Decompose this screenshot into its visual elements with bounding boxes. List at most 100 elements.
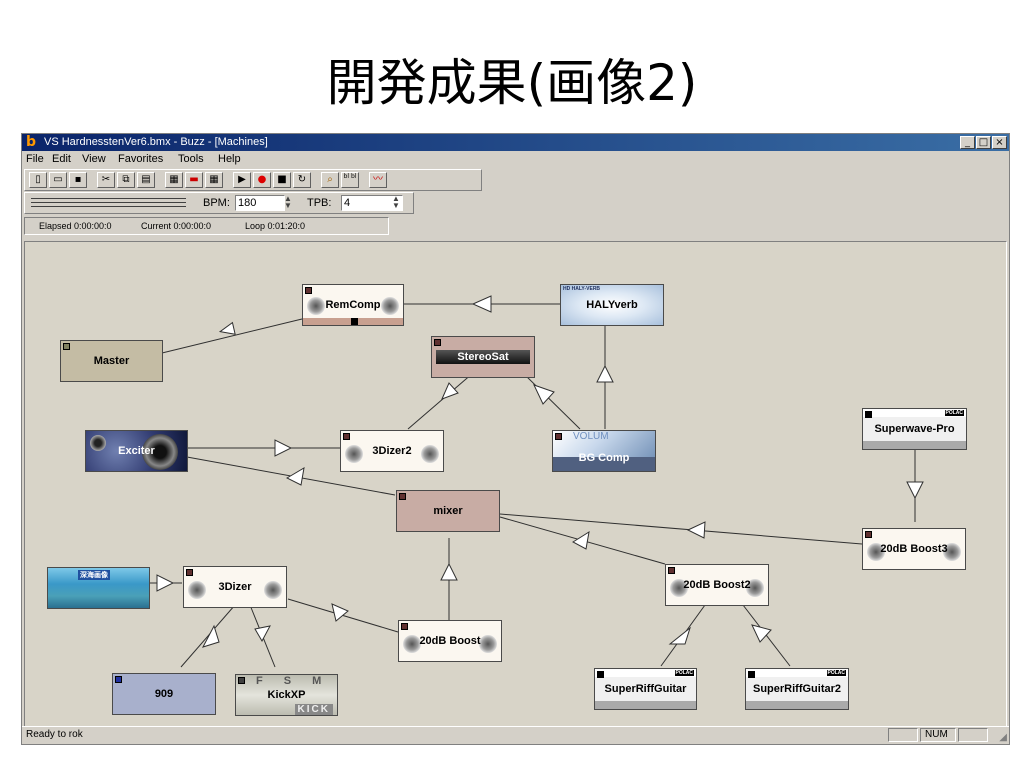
machine-led[interactable]: [401, 623, 408, 630]
minimize-button[interactable]: _: [960, 136, 975, 149]
machine-led[interactable]: [399, 493, 406, 500]
new-icon[interactable]: ▯: [29, 172, 47, 188]
machine-superwave-pro[interactable]: POLAC Superwave-Pro: [862, 408, 967, 450]
machine-view-icon[interactable]: ▬: [185, 172, 203, 188]
record-icon[interactable]: ●: [253, 172, 271, 188]
window-title: VS HardnesstenVer6.bmx - Buzz - [Machine…: [44, 136, 268, 148]
machine-led[interactable]: [555, 433, 562, 440]
toolbar: ▯ ▭ ▪ ✂ ⧉ ▤ ▦ ▬ ▦ ▶ ● ■ ↻ ⌕ bl bl 〰: [24, 169, 482, 191]
machine-20db-boost[interactable]: 20dB Boost: [398, 620, 502, 662]
speaker-icon: [188, 581, 206, 599]
menu-file[interactable]: File: [26, 153, 44, 165]
cut-icon[interactable]: ✂: [97, 172, 115, 188]
machine-led[interactable]: [63, 343, 70, 350]
status-pane: [888, 728, 918, 742]
machine-label: mixer: [433, 505, 463, 517]
title-bar[interactable]: b VS HardnesstenVer6.bmx - Buzz - [Machi…: [22, 134, 1009, 151]
open-icon[interactable]: ▭: [49, 172, 67, 188]
machine-label: SuperRiffGuitar: [604, 683, 687, 695]
machine-halyverb[interactable]: HD HALY-VERB HALYverb: [560, 284, 664, 326]
machine-20db-boost2[interactable]: 20dB Boost2: [665, 564, 769, 606]
menu-edit[interactable]: Edit: [52, 153, 71, 165]
bpm-input[interactable]: 180: [235, 195, 285, 211]
machine-led[interactable]: [597, 671, 604, 678]
machine-display: [436, 350, 530, 364]
machine-superriffguitar[interactable]: POLAC SuperRiffGuitar: [594, 668, 697, 710]
machine-stereosat[interactable]: StereoSat: [431, 336, 535, 378]
buzz-app-icon: b: [26, 134, 37, 150]
machine-image-generator[interactable]: 深海画像: [47, 567, 150, 609]
status-pane: [958, 728, 988, 742]
wire-arrow: [572, 530, 590, 550]
machine-footer: [746, 701, 848, 709]
machine-led[interactable]: [434, 339, 441, 346]
machine-909[interactable]: 909: [112, 673, 216, 715]
machine-led[interactable]: [238, 677, 245, 684]
wire-909-3dizer: [180, 604, 236, 668]
menu-view[interactable]: View: [82, 153, 106, 165]
machine-led[interactable]: [305, 287, 312, 294]
menu-tools[interactable]: Tools: [178, 153, 204, 165]
machine-label: Master: [93, 355, 130, 367]
resize-grip-icon[interactable]: ◢: [999, 732, 1007, 743]
machine-exciter[interactable]: Exciter: [85, 430, 188, 472]
machine-bgcomp[interactable]: VOLUM BG Comp: [552, 430, 656, 472]
machine-superriffguitar2[interactable]: POLAC SuperRiffGuitar2: [745, 668, 849, 710]
machine-footer: [595, 701, 696, 709]
num-lock-indicator: NUM: [920, 728, 956, 742]
machine-led[interactable]: [865, 411, 872, 418]
menu-help[interactable]: Help: [218, 153, 241, 165]
volume-slider-track-2: [31, 202, 186, 203]
menu-favorites[interactable]: Favorites: [118, 153, 164, 165]
tempo-bar: BPM: 180 ▲▼ TPB: 4 ▲▼: [24, 192, 414, 214]
machine-label: StereoSat: [457, 351, 509, 363]
stop-icon[interactable]: ■: [273, 172, 291, 188]
machine-header: [746, 669, 848, 677]
analyzer-icon[interactable]: 〰: [369, 172, 387, 188]
machine-led[interactable]: [186, 569, 193, 576]
machine-footer: [553, 457, 655, 471]
speaker-icon: [867, 543, 885, 561]
speaker-icon: [381, 297, 399, 315]
machine-view[interactable]: Master RemComp HD HALY-VERB HALYverb Ste…: [24, 241, 1007, 727]
wire-stereosat-bgcomp: [522, 372, 581, 430]
copy-icon[interactable]: ⧉: [117, 172, 135, 188]
sequence-view-icon[interactable]: ▦: [205, 172, 223, 188]
machine-mixer[interactable]: mixer: [396, 490, 500, 532]
machine-mute-indicator[interactable]: [351, 318, 358, 325]
tpb-spinner[interactable]: ▲▼: [392, 194, 400, 210]
machine-led[interactable]: [343, 433, 350, 440]
machine-led[interactable]: [668, 567, 675, 574]
pattern-view-icon[interactable]: ▦: [165, 172, 183, 188]
machine-20db-boost3[interactable]: 20dB Boost3: [862, 528, 966, 570]
play-icon[interactable]: ▶: [233, 172, 251, 188]
paste-icon[interactable]: ▤: [137, 172, 155, 188]
status-text: Ready to rok: [26, 729, 83, 740]
info-icon[interactable]: bl bl: [341, 172, 359, 188]
machine-3dizer2[interactable]: 3Dizer2: [340, 430, 444, 472]
wire-arrow: [668, 626, 691, 645]
volume-slider-track[interactable]: [31, 198, 186, 199]
close-button[interactable]: ×: [992, 136, 1007, 149]
machine-label: HALYverb: [586, 299, 638, 311]
machine-header: [863, 409, 966, 417]
machine-kickxp[interactable]: F S M KICK KickXP: [235, 674, 338, 716]
speaker-icon: [746, 579, 764, 597]
machine-label: BG Comp: [578, 452, 630, 464]
save-icon[interactable]: ▪: [69, 172, 87, 188]
speaker-icon: [670, 579, 688, 597]
machine-led[interactable]: [748, 671, 755, 678]
machine-led[interactable]: [115, 676, 122, 683]
bpm-spinner[interactable]: ▲▼: [284, 194, 292, 210]
tpb-input[interactable]: 4: [341, 195, 403, 211]
maximize-button[interactable]: □: [976, 136, 991, 149]
loop-icon[interactable]: ↻: [293, 172, 311, 188]
machine-remcomp[interactable]: RemComp: [302, 284, 404, 326]
machine-master[interactable]: Master: [60, 340, 163, 382]
machine-led[interactable]: [865, 531, 872, 538]
speaker-icon: [345, 445, 363, 463]
search-icon[interactable]: ⌕: [321, 172, 339, 188]
speaker-icon: [264, 581, 282, 599]
machine-label: 909: [154, 688, 174, 700]
machine-3dizer[interactable]: 3Dizer: [183, 566, 287, 608]
